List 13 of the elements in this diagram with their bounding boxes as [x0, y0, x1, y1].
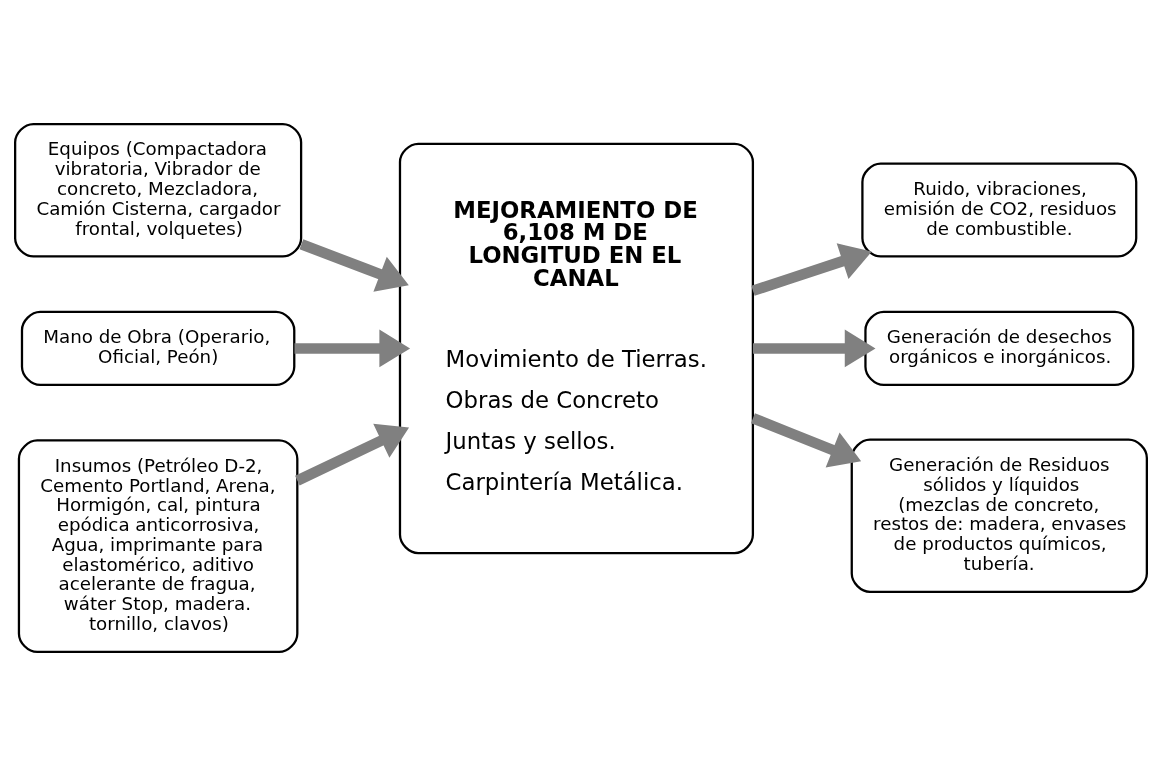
- node-box: Insumos (Petróleo D-2, Cemento Portland, Arena, Hormigón, cal, pintura epódica anticorrosiva, Agua, imprimante para elastomérico, aditivo acelerante de fragua, wáter Stop, madera. tornillo, clavos): [17, 439, 299, 654]
- node-box: Generación de Residuos sólidos y líquidos (mezclas de concreto, restos de: madera, envases de productos químicos, tubería.: [850, 438, 1148, 593]
- node-box: MEJORAMIENTO DE 6,108 M DE LONGITUD EN EL CANAL Movimiento de Tierras. Obras de Concreto Juntas y sellos. Carpintería Metálica.: [398, 142, 755, 555]
- arrow: [295, 423, 410, 486]
- node-box: Mano de Obra (Operario, Oficial, Peón): [20, 310, 296, 387]
- arrow: [751, 413, 862, 468]
- arrow: [299, 239, 409, 292]
- arrow: [752, 329, 876, 368]
- node-box: Equipos (Compactadora vibratoria, Vibrador de concreto, Mezcladora, Camión Cisterna, cargador frontal, volquetes): [14, 122, 303, 258]
- node-box: Generación de desechos orgánicos e inorgánicos.: [864, 310, 1135, 387]
- node-box: Ruido, vibraciones, emisión de CO2, residuos de combustible.: [861, 162, 1138, 258]
- arrow: [751, 243, 872, 296]
- arrow: [294, 329, 411, 368]
